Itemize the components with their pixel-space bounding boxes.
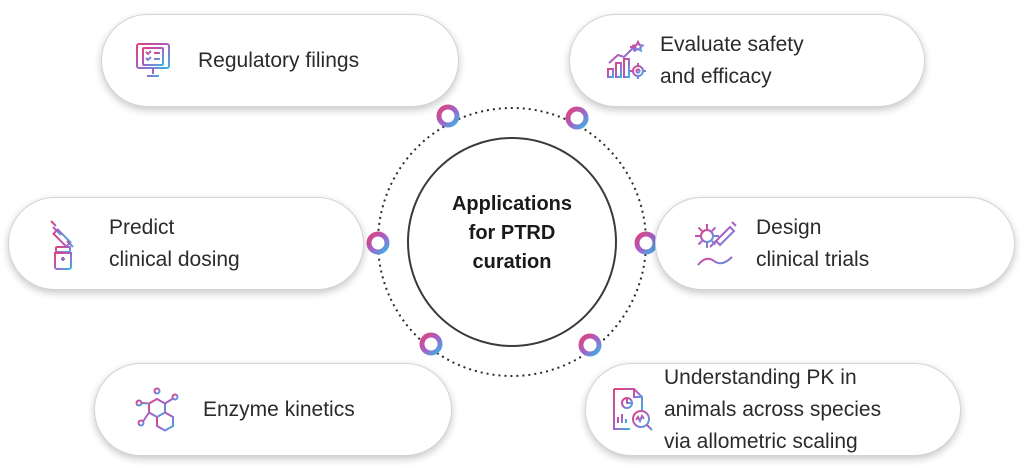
predict-dosing-node: Predict clinical dosing (8, 197, 364, 290)
enzyme-kinetics-node: Enzyme kinetics (94, 363, 452, 456)
center-title-line-3: curation (472, 251, 552, 273)
center-title-line-2: for PTRD (468, 222, 556, 244)
enzyme-kinetics-line-1: Enzyme kinetics (203, 397, 355, 421)
predict-dosing-line-1: Predict (109, 215, 175, 239)
connector-dot-bottom-right (578, 333, 602, 357)
connector-dot-bottom-left (419, 332, 443, 356)
evaluate-safety-label: Evaluate safety and efficacy (660, 29, 804, 93)
inner-solid-ring (407, 137, 617, 347)
growth-chart-gear-icon (604, 39, 648, 83)
connector-dot-top-right (565, 106, 589, 130)
predict-dosing-label: Predict clinical dosing (109, 212, 240, 276)
evaluate-safety-node: Evaluate safety and efficacy (569, 14, 925, 107)
center-title-line-1: Applications (451, 193, 572, 215)
understanding-pk-label: Understanding PK in animals across speci… (664, 362, 881, 458)
understanding-pk-line-1: Understanding PK in (664, 365, 857, 389)
understanding-pk-line-3: via allometric scaling (664, 429, 858, 453)
evaluate-safety-line-2: and efficacy (660, 64, 772, 88)
predict-dosing-line-2: clinical dosing (109, 247, 240, 271)
connector-dot-top-left (436, 104, 460, 128)
checklist-monitor-icon (134, 40, 176, 82)
virus-syringe-icon (692, 219, 738, 269)
molecule-icon (133, 385, 181, 435)
report-magnifier-icon (610, 385, 654, 435)
syringe-vial-icon (47, 217, 87, 271)
understanding-pk-node: Understanding PK in animals across speci… (585, 363, 961, 456)
evaluate-safety-line-1: Evaluate safety (660, 32, 804, 56)
design-trials-line-2: clinical trials (756, 247, 870, 271)
center-title: Applications for PTRD curation (412, 190, 612, 277)
design-trials-label: Design clinical trials (756, 212, 869, 276)
regulatory-filings-label: Regulatory filings (198, 45, 359, 77)
enzyme-kinetics-label: Enzyme kinetics (203, 394, 355, 426)
design-trials-line-1: Design (756, 215, 822, 239)
connector-dot-right (634, 231, 658, 255)
understanding-pk-line-2: animals across species (664, 397, 882, 421)
connector-dot-left (366, 231, 390, 255)
regulatory-filings-node: Regulatory filings (101, 14, 459, 107)
design-trials-node: Design clinical trials (655, 197, 1015, 290)
regulatory-filings-line-1: Regulatory filings (198, 48, 360, 72)
